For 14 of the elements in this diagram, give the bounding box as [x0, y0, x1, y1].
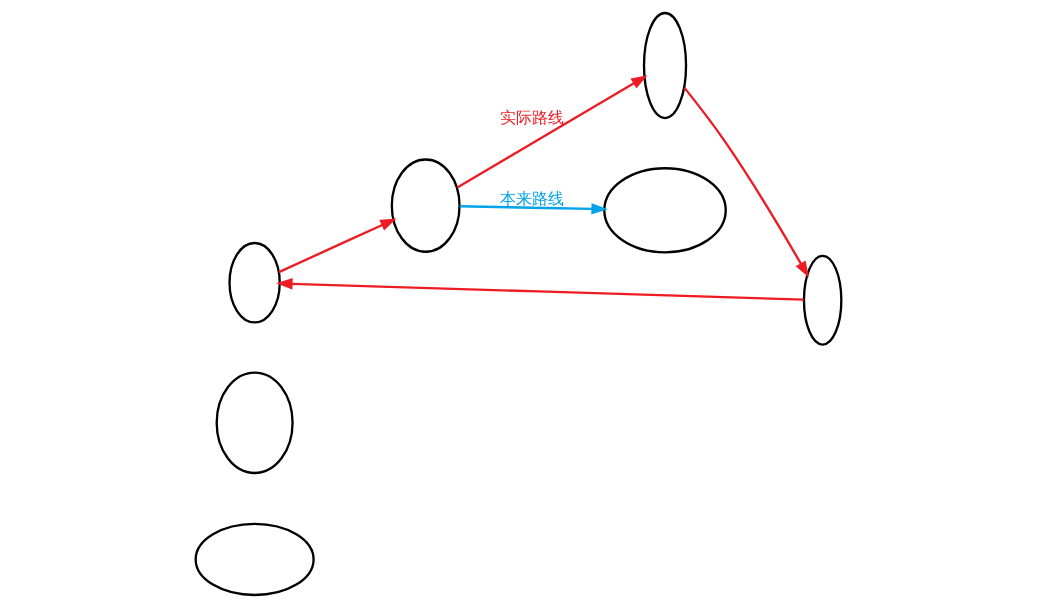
node-ellipse: [228, 241, 281, 324]
node-ellipse: [390, 158, 461, 253]
node-ellipse: [194, 522, 315, 597]
node-ellipse: [642, 11, 688, 120]
node-ellipse: [603, 167, 727, 254]
arrow: [276, 278, 804, 301]
arrow: [459, 203, 608, 215]
arrow: [683, 86, 809, 278]
edge-label: 本来路线: [499, 188, 564, 208]
node-ellipse: [215, 371, 294, 475]
edge-label: 实际路线: [499, 107, 564, 127]
arrow: [278, 218, 397, 274]
node-ellipse: [802, 254, 843, 346]
arrow: [456, 75, 648, 189]
